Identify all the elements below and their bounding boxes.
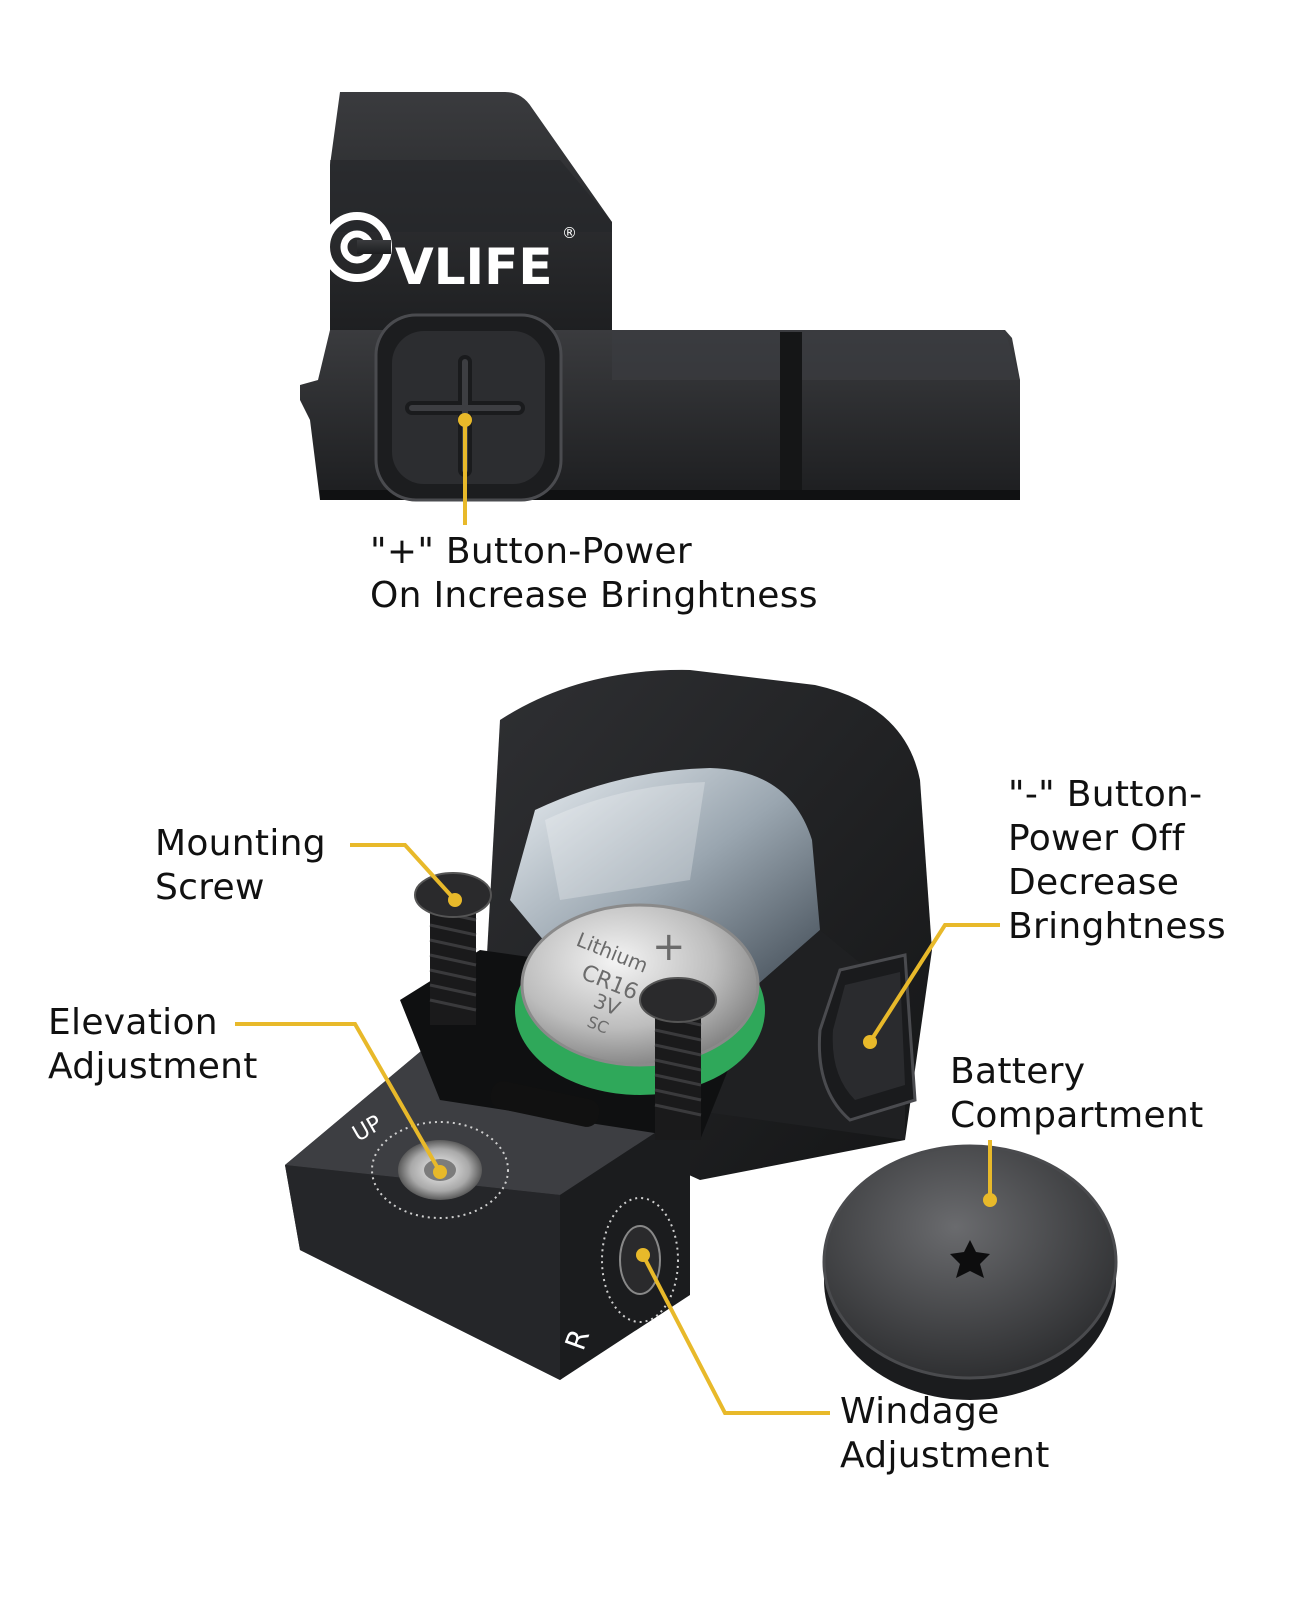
label-minus-button: "-" Button- Power Off Decrease Bringhtne… — [1008, 774, 1226, 947]
callout-minus-button — [863, 923, 1000, 1049]
callout-plus-button — [458, 413, 472, 525]
battery-polarity: + — [652, 924, 686, 970]
label-plus-button: "+" Button-Power On Increase Bringhtness — [370, 531, 818, 616]
callout-mounting-screw — [350, 843, 462, 907]
label-mounting-screw: Mounting Screw — [155, 823, 326, 908]
label-battery-compartment: Battery Compartment — [950, 1051, 1204, 1136]
open-sight-view — [285, 669, 932, 1380]
battery-cap — [822, 1144, 1118, 1400]
side-view-sight — [300, 92, 1020, 502]
label-windage: Windage Adjustment — [840, 1391, 1050, 1476]
brand-logo: VLIFE ® — [322, 212, 577, 296]
callout-elevation — [235, 1022, 447, 1179]
brand-name: VLIFE — [395, 238, 552, 296]
mounting-screw-2 — [639, 977, 717, 1140]
callout-battery-compartment — [983, 1140, 997, 1207]
registered-mark: ® — [562, 224, 577, 242]
callout-windage — [636, 1248, 830, 1415]
label-elevation: Elevation Adjustment — [48, 1002, 258, 1087]
